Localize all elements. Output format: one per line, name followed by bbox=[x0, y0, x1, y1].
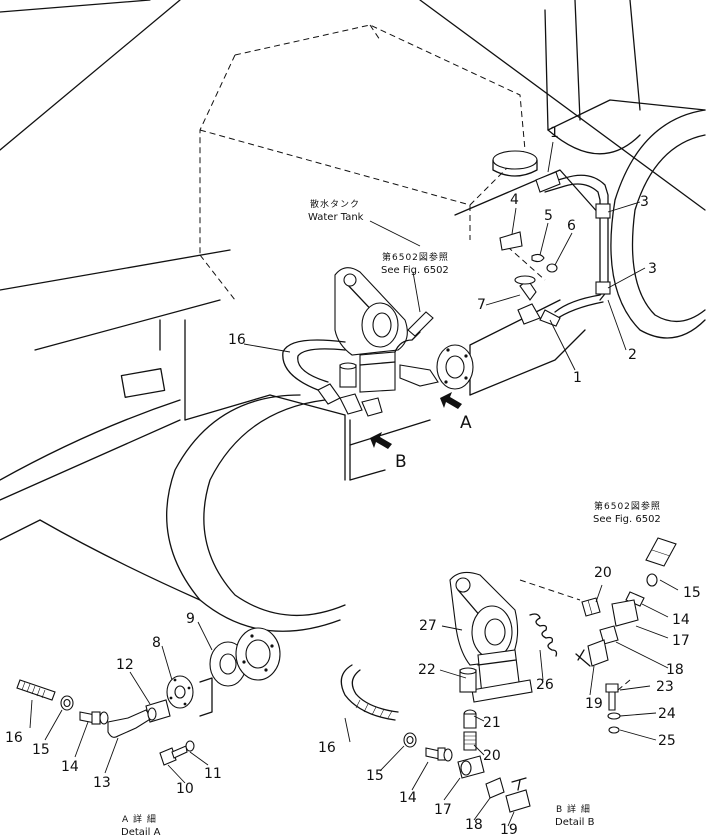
machine-body bbox=[0, 0, 706, 501]
water-tank-label-en: Water Tank bbox=[308, 212, 364, 223]
leader-lines-upper bbox=[243, 141, 646, 371]
callout-1b: 1 bbox=[573, 370, 582, 386]
detail-b-parts bbox=[340, 537, 679, 827]
callout-7: 7 bbox=[477, 297, 486, 313]
callout-25: 25 bbox=[658, 733, 676, 749]
frame-bracket bbox=[269, 394, 386, 481]
callout-19b: 19 bbox=[500, 822, 518, 838]
callout-11: 11 bbox=[204, 766, 222, 782]
view-arrows bbox=[370, 392, 462, 449]
callout-14c: 14 bbox=[399, 790, 417, 806]
detail-a-label-jp: A 詳 細 bbox=[122, 815, 157, 825]
callout-21: 21 bbox=[483, 715, 501, 731]
detail-b-label-en: Detail B bbox=[555, 817, 595, 828]
rear-wheel bbox=[610, 109, 706, 339]
callout-16c: 16 bbox=[318, 740, 336, 756]
callout-1a: 1 bbox=[550, 125, 559, 141]
pump-belt-cover bbox=[334, 267, 408, 356]
callout-20a: 20 bbox=[594, 565, 612, 581]
tank-cap bbox=[492, 150, 538, 177]
water-tank-label-jp: 散水タンク bbox=[310, 200, 361, 210]
callout-26: 26 bbox=[536, 677, 554, 693]
callout-18b: 18 bbox=[465, 817, 483, 833]
detail-b-label-jp: B 詳 細 bbox=[556, 805, 591, 815]
callout-19a: 19 bbox=[585, 696, 603, 712]
callout-9: 9 bbox=[186, 611, 195, 627]
callout-6: 6 bbox=[567, 218, 576, 234]
see-fig-label-en: See Fig. 6502 bbox=[381, 265, 449, 276]
callout-10: 10 bbox=[176, 781, 194, 797]
callout-14a: 14 bbox=[61, 759, 79, 775]
callout-13: 13 bbox=[93, 775, 111, 791]
detail-a-parts bbox=[16, 621, 281, 784]
see-fig-label-jp-2: 第6502図参照 bbox=[594, 502, 661, 512]
callout-27: 27 bbox=[419, 618, 437, 634]
view-b-label: B bbox=[395, 452, 407, 472]
callout-16a: 16 bbox=[228, 332, 246, 348]
detail-a-label-en: Detail A bbox=[121, 827, 161, 838]
hose-fittings-upper bbox=[317, 383, 383, 417]
callout-4: 4 bbox=[510, 192, 519, 208]
callout-16b: 16 bbox=[5, 730, 23, 746]
callout-17a: 17 bbox=[672, 633, 690, 649]
see-fig-label-en-2: See Fig. 6502 bbox=[593, 514, 661, 525]
outlet-pipe bbox=[407, 311, 434, 337]
callout-14b: 14 bbox=[672, 612, 690, 628]
callout-2: 2 bbox=[628, 347, 637, 363]
tank-flange bbox=[436, 344, 474, 390]
drain-piping bbox=[499, 171, 611, 327]
see-fig-label-jp: 第6502図参照 bbox=[382, 253, 449, 263]
view-a-label: A bbox=[460, 413, 472, 433]
callout-3b: 3 bbox=[648, 261, 657, 277]
callout-15a: 15 bbox=[32, 742, 50, 758]
elbow-pipe bbox=[394, 331, 439, 387]
callout-23: 23 bbox=[656, 679, 674, 695]
callout-20b: 20 bbox=[483, 748, 501, 764]
callout-3a: 3 bbox=[640, 194, 649, 210]
callout-12: 12 bbox=[116, 657, 134, 673]
callout-8: 8 bbox=[152, 635, 161, 651]
callout-15c: 15 bbox=[366, 768, 384, 784]
callout-15b: 15 bbox=[683, 585, 701, 601]
front-wheel bbox=[0, 394, 346, 632]
pump-base bbox=[339, 351, 396, 393]
callout-22: 22 bbox=[418, 662, 436, 678]
callout-17b: 17 bbox=[434, 802, 452, 818]
callout-24: 24 bbox=[658, 706, 676, 722]
callout-18a: 18 bbox=[666, 662, 684, 678]
callout-5: 5 bbox=[544, 208, 553, 224]
suction-hose-upper bbox=[282, 339, 346, 391]
